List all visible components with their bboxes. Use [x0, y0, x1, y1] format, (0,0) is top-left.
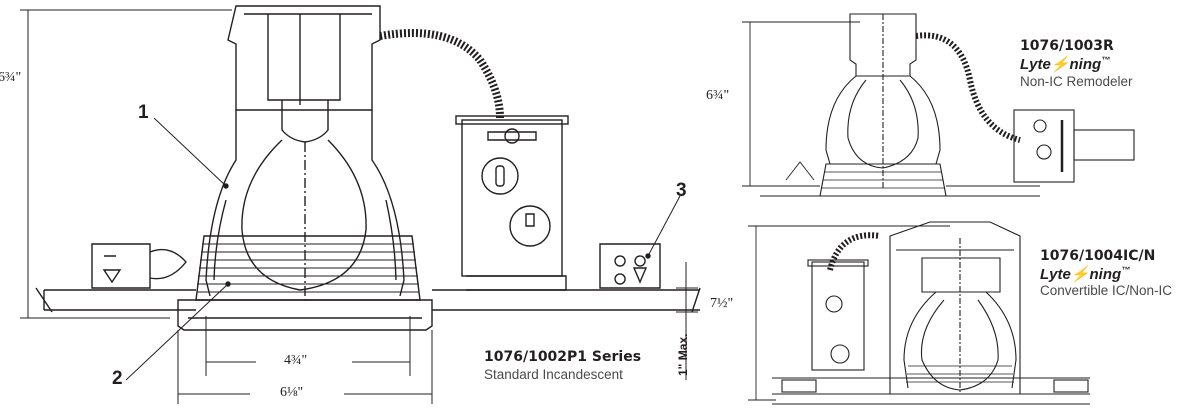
main-description: Standard Incandescent: [484, 367, 623, 382]
callout-2: 2: [112, 368, 123, 389]
remodeler-description: Non-IC Remodeler: [1020, 74, 1133, 89]
overall-dimension: 6⅛": [280, 385, 304, 400]
remodeler-brand-name: Lyte⚡ning: [1020, 56, 1102, 73]
remodeler-fixture-drawing: [742, 13, 1135, 197]
remodeler-model-number: 1076/1003R: [1020, 38, 1114, 54]
main-height-dimension: 6¾": [0, 70, 22, 85]
main-model-number: 1076/1002P1 Series: [484, 349, 642, 365]
main-fixture-drawing: [20, 5, 701, 404]
remodeler-trademark: ™: [1101, 55, 1111, 65]
ic-trademark: ™: [1121, 265, 1131, 275]
remodeler-height-dimension: 6¾": [706, 88, 730, 103]
ic-fixture-drawing: [748, 221, 1090, 405]
callout-1: 1: [138, 102, 149, 123]
ic-brand-name: Lyte⚡ning: [1040, 266, 1122, 283]
ic-description: Convertible IC/Non-IC: [1040, 283, 1173, 298]
ceiling-max-dimension: 1" Max.: [676, 333, 690, 376]
callout-3: 3: [676, 180, 687, 201]
aperture-dimension: 4¾": [284, 353, 308, 368]
ic-model-number: 1076/1004IC/N: [1040, 248, 1156, 264]
ic-height-dimension: 7½": [710, 296, 734, 311]
ic-brand: Lyte⚡ning™: [1040, 265, 1130, 283]
remodeler-brand: Lyte⚡ning™: [1020, 55, 1110, 73]
